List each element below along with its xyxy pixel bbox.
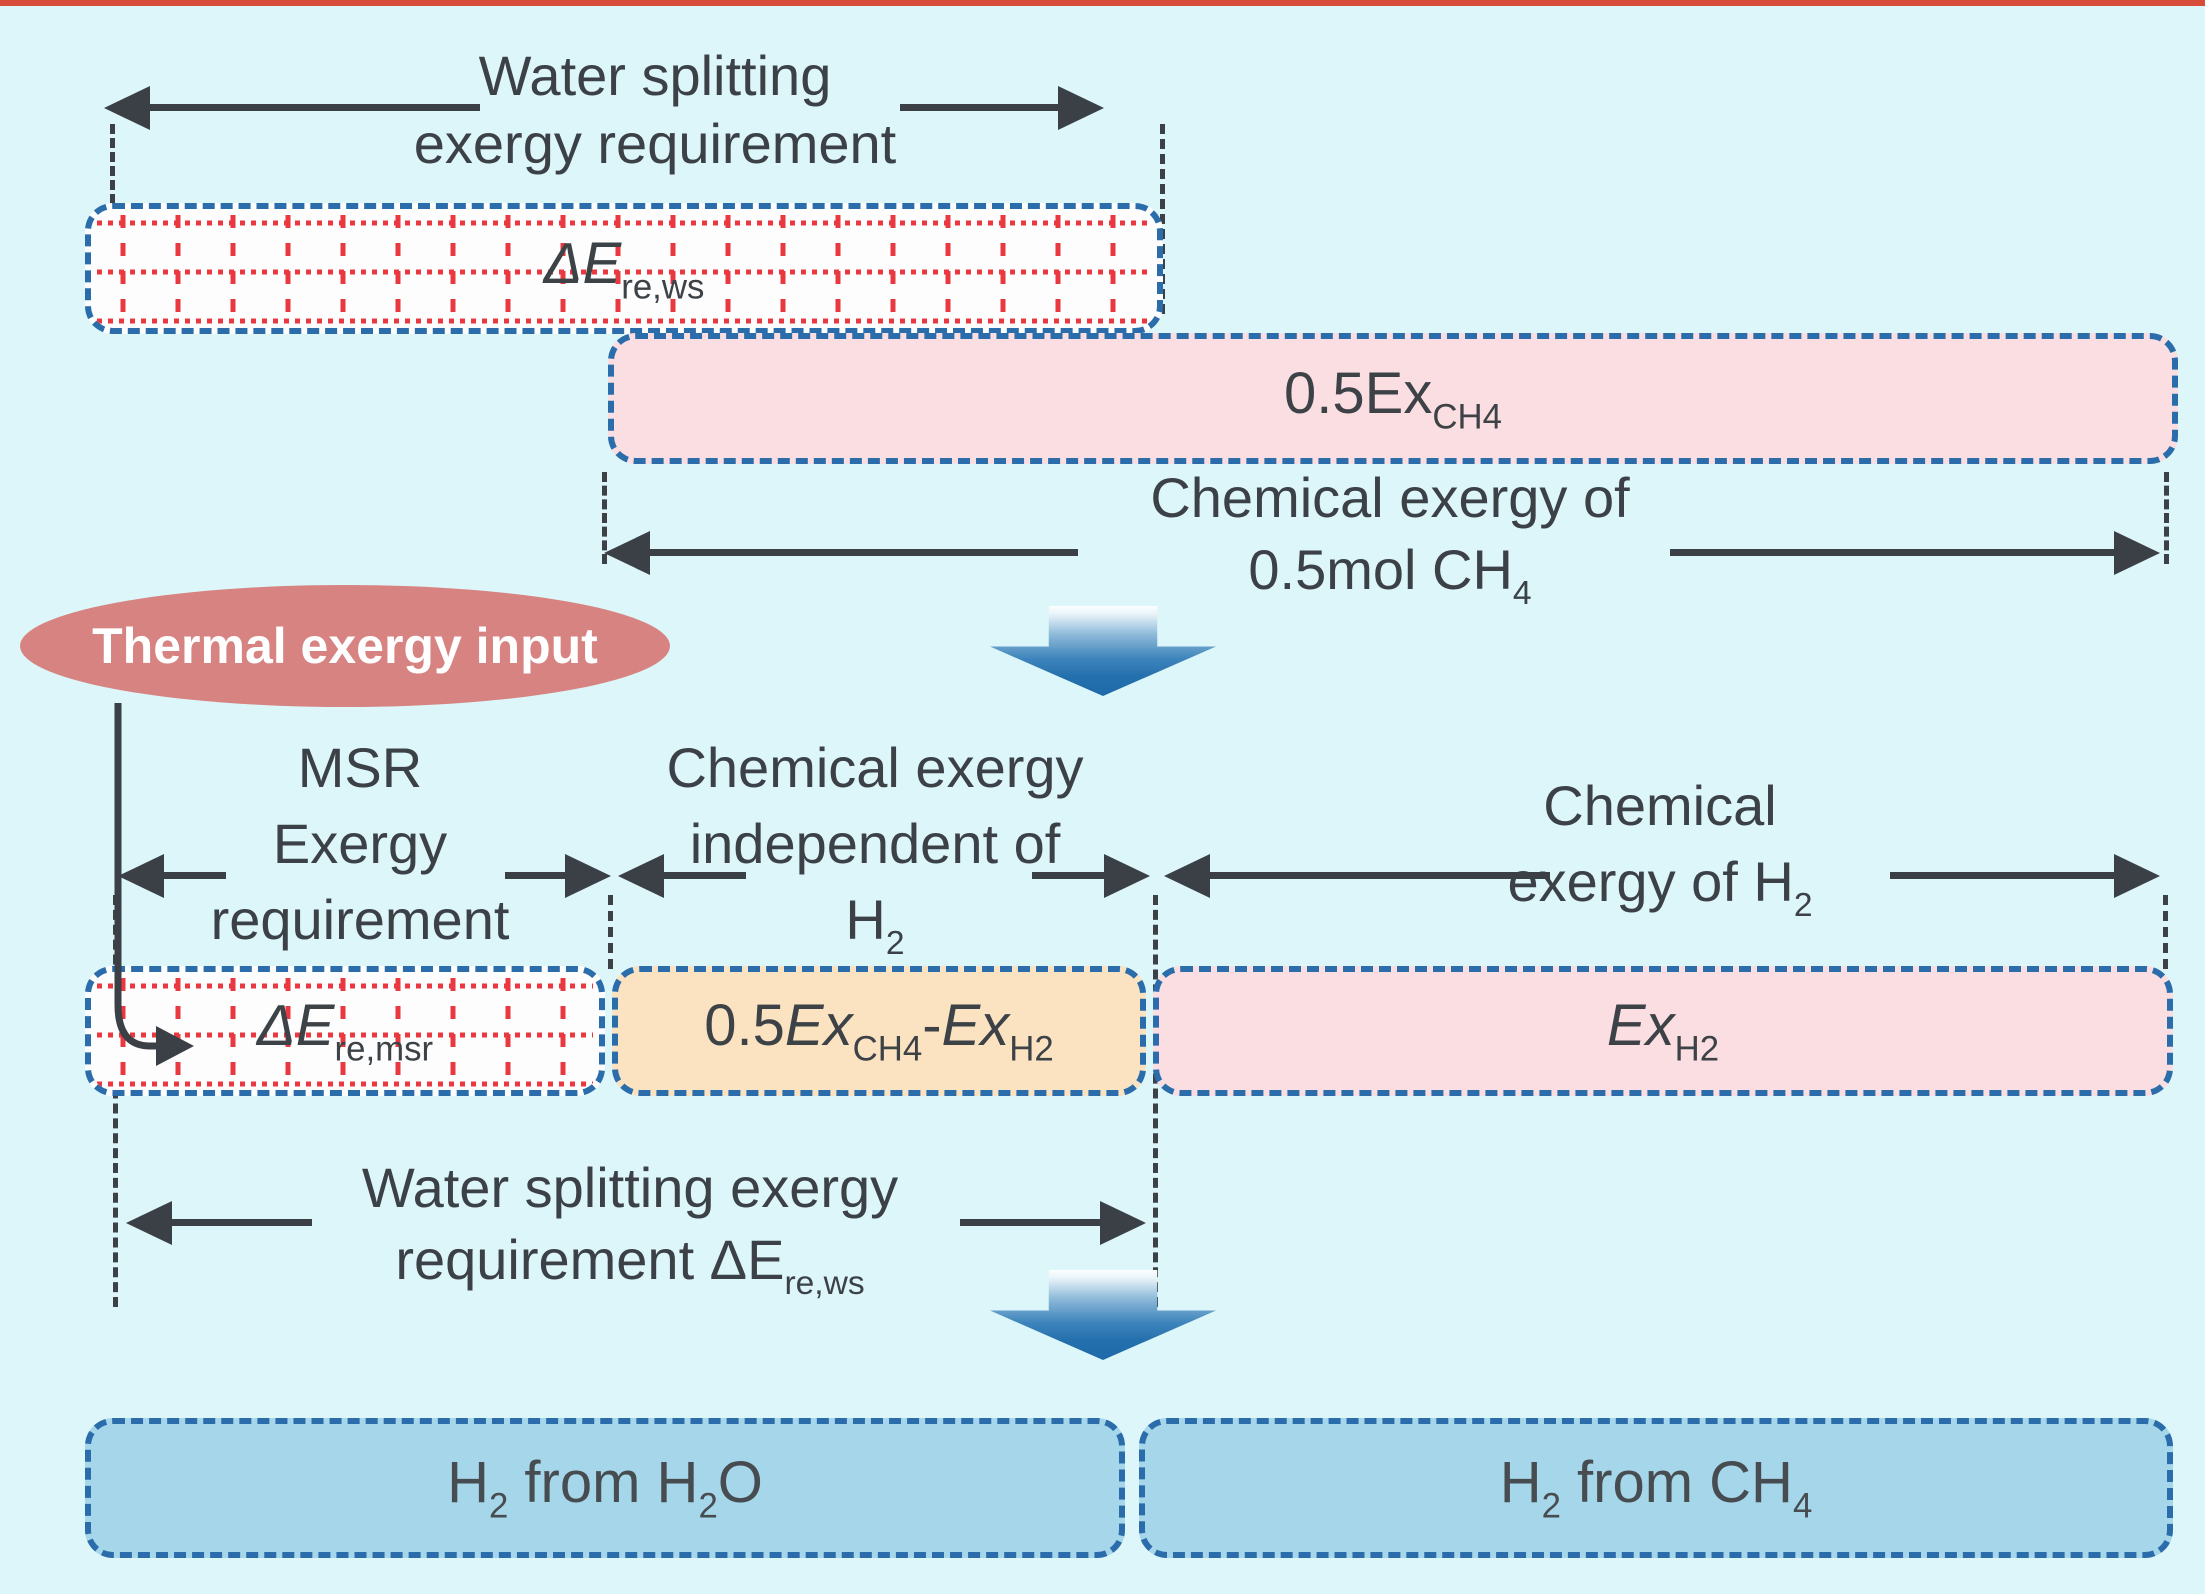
title-line2: exergy requirement	[413, 112, 897, 175]
red-hatch-pattern	[97, 978, 593, 1087]
msr-requirement-box-label: ΔEre,msr	[256, 993, 434, 1069]
thermal-input-connector-arrow	[114, 703, 194, 1066]
ch4-exergy-box-label: 0.5ExCH4	[1284, 360, 1502, 437]
h2-exergy-header: Chemical exergy of H2	[1507, 774, 1813, 925]
thermal-exergy-label: Thermal exergy input	[92, 618, 598, 674]
water-splitting-title: Water splitting exergy requirement	[155, 42, 1155, 178]
red-hatch-pattern	[97, 215, 1151, 324]
left-arrow-icon	[150, 104, 480, 111]
right-arrow-icon	[1032, 872, 1104, 879]
dashed-guide	[602, 472, 607, 564]
exergy-independent-header: Chemical exergy independent of H2	[666, 736, 1084, 963]
right-arrow-icon	[900, 104, 1058, 111]
left-arrow-icon	[164, 872, 226, 879]
ch4-exergy-box: 0.5ExCH4	[608, 333, 2178, 464]
ws-requirement-hatched-box: ΔEre,ws	[85, 203, 1163, 334]
h2-exergy-box: ExH2	[1153, 966, 2173, 1096]
right-arrow-icon	[1890, 872, 2114, 879]
ch4-exergy-caption: Chemical exergy of 0.5mol CH4	[1150, 466, 1630, 613]
right-arrow-icon	[505, 872, 565, 879]
independent-exergy-box-label: 0.5ExCH4-ExH2	[704, 993, 1054, 1069]
h2-from-ch4-box: H2 from CH4	[1139, 1418, 2173, 1558]
right-arrow-icon	[960, 1219, 1100, 1226]
dashed-guide	[110, 124, 115, 204]
h2-from-ch4-label: H2 from CH4	[1499, 1450, 1813, 1526]
left-arrow-icon	[650, 549, 1078, 556]
title-line1: Water splitting	[478, 44, 832, 107]
ws-requirement-box-label: ΔEre,ws	[543, 230, 705, 307]
left-arrow-icon	[172, 1219, 312, 1226]
left-arrow-icon	[1210, 872, 1550, 879]
right-arrow-icon	[1670, 549, 2114, 556]
h2-from-h2o-box: H2 from H2O	[85, 1418, 1125, 1558]
dashed-guide	[1153, 895, 1158, 1307]
dashed-guide	[1160, 124, 1165, 314]
dashed-guide	[2163, 895, 2168, 969]
top-red-strip	[0, 0, 2205, 6]
dashed-guide	[608, 895, 613, 969]
independent-exergy-box: 0.5ExCH4-ExH2	[612, 966, 1146, 1096]
msr-requirement-header: MSR Exergy requirement	[210, 736, 510, 951]
h2-exergy-box-label: ExH2	[1606, 993, 1720, 1069]
thermal-exergy-badge: Thermal exergy input	[20, 585, 670, 707]
left-arrow-icon	[664, 872, 746, 879]
dashed-guide	[2164, 472, 2169, 564]
ws-requirement-caption: Water splitting exergy requirement ΔEre,…	[361, 1156, 899, 1303]
msr-requirement-hatched-box: ΔEre,msr	[85, 966, 605, 1096]
dashed-guide	[113, 895, 118, 1307]
h2-from-h2o-label: H2 from H2O	[447, 1450, 763, 1526]
